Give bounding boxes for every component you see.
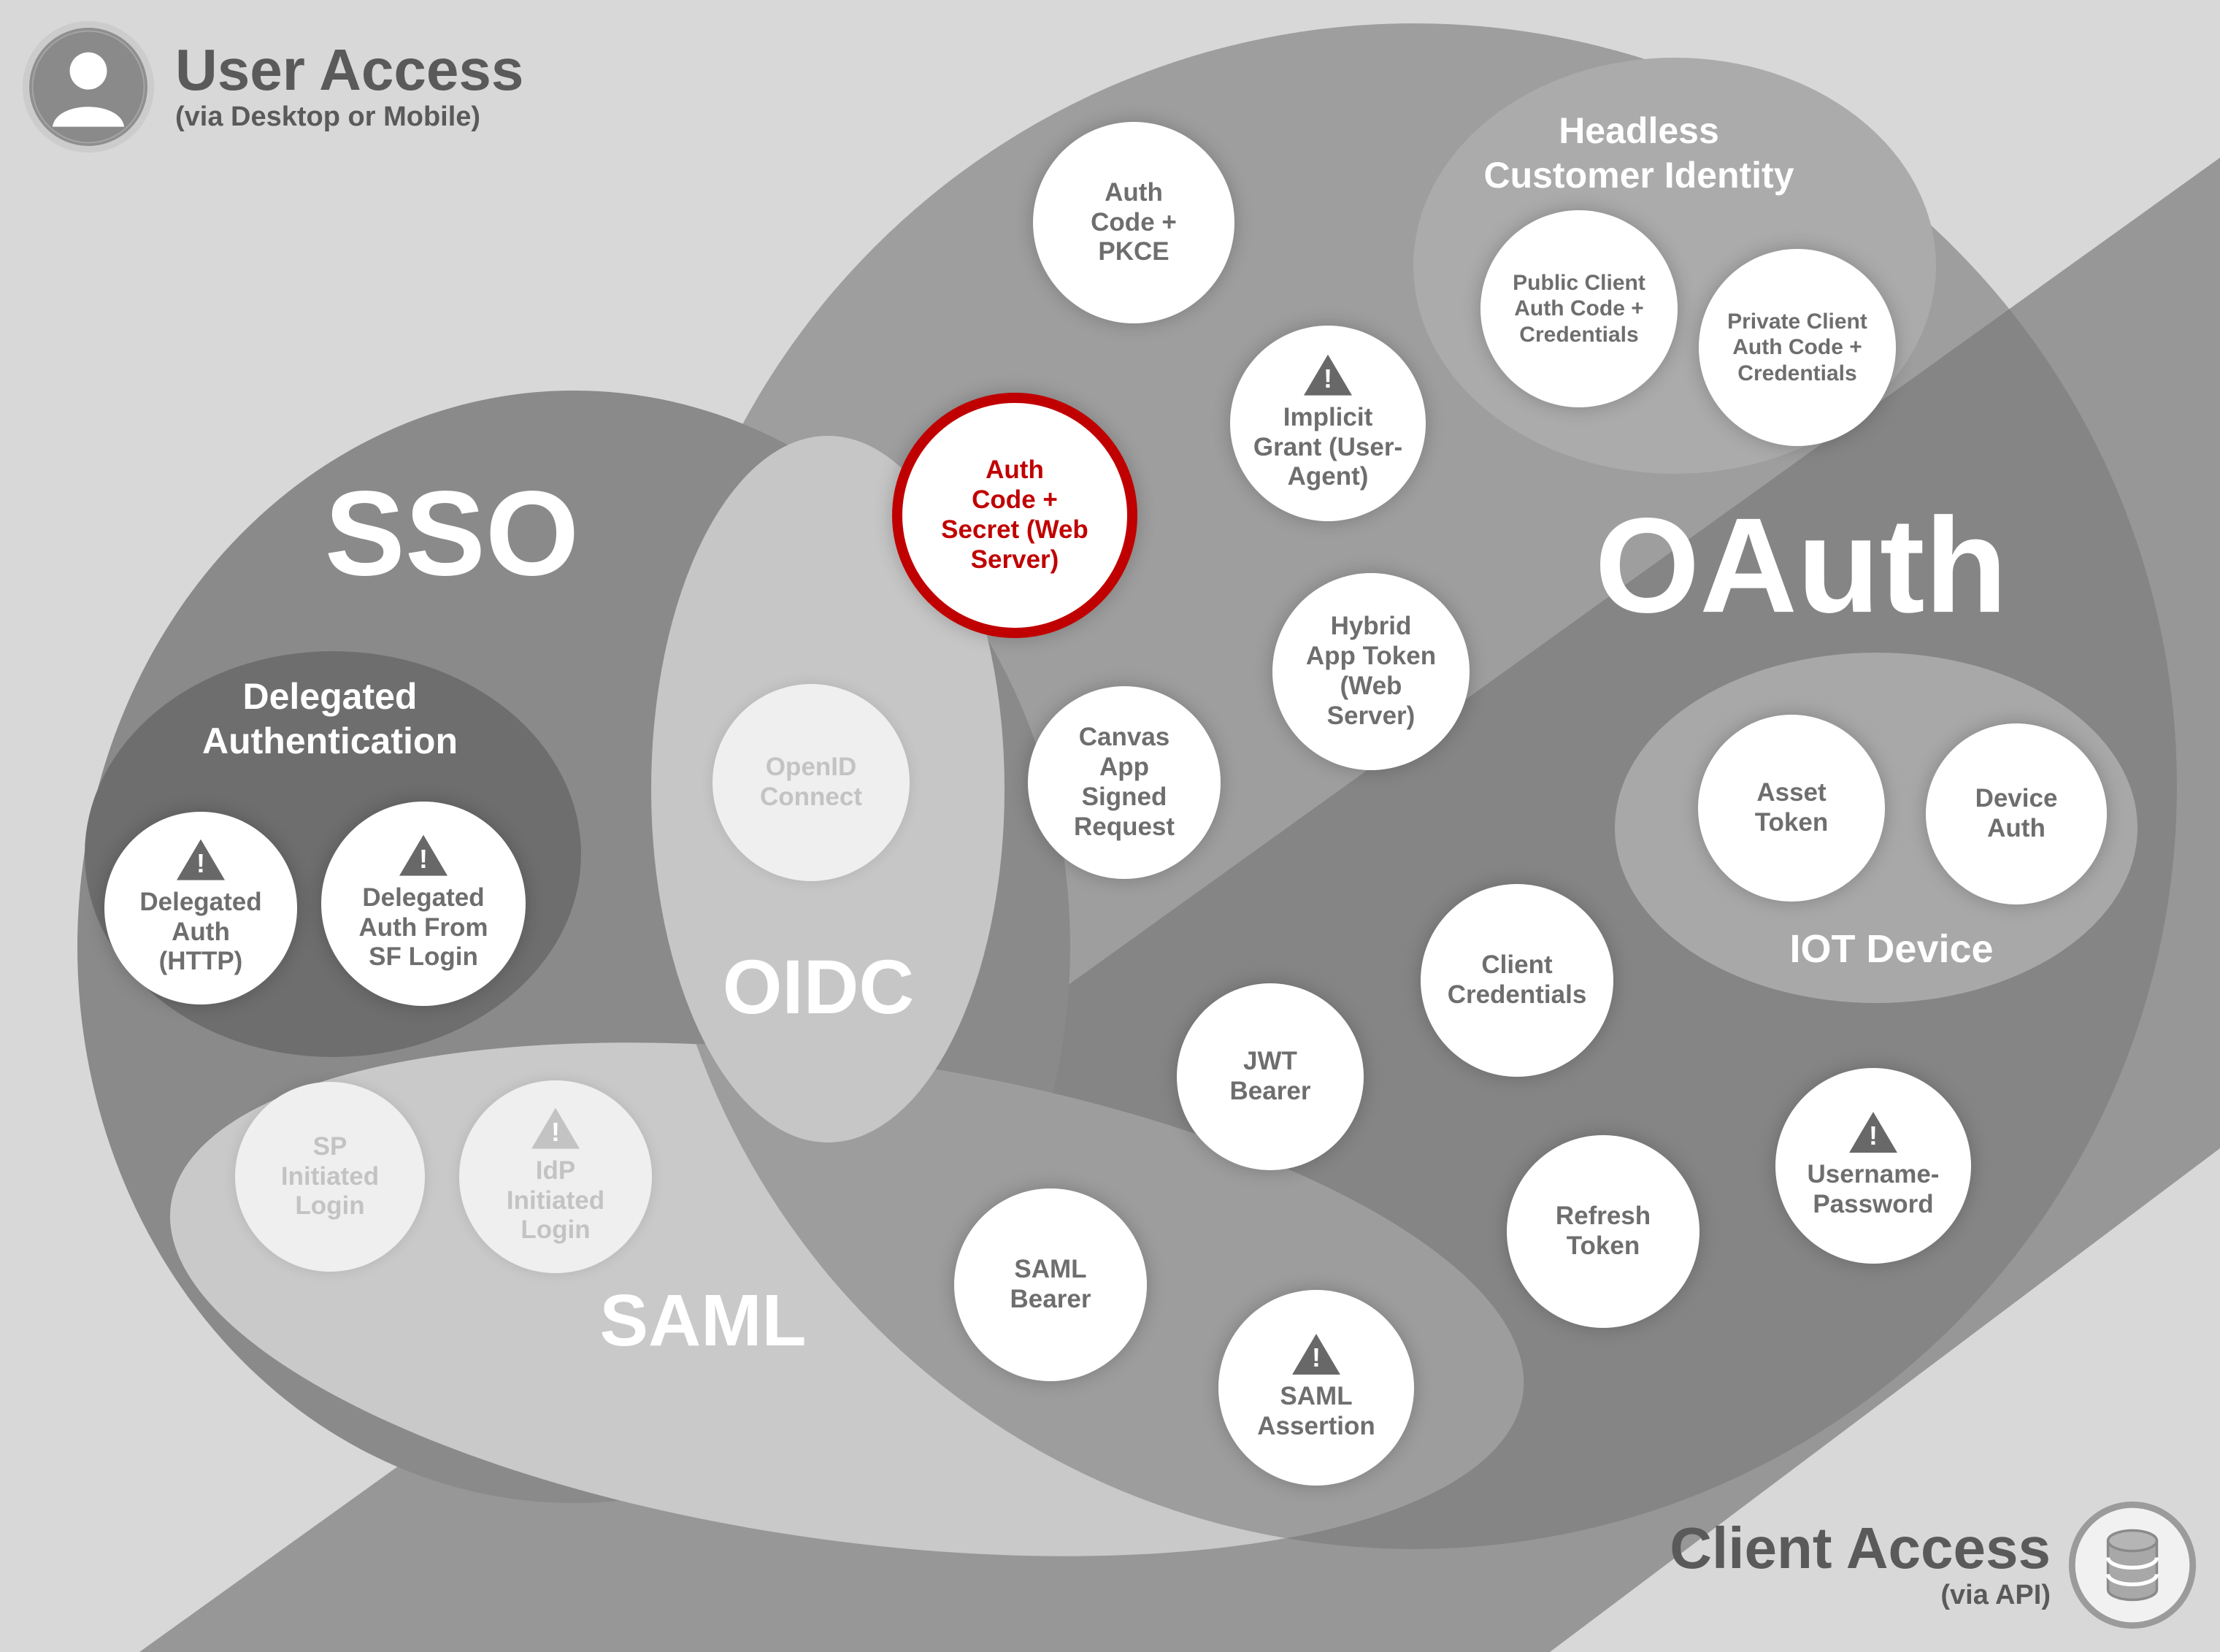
node-label: Hybrid App Token (Web Server) bbox=[1305, 612, 1437, 730]
region-label-saml: SAML bbox=[599, 1280, 807, 1361]
node-label: OpenID Connect bbox=[760, 753, 862, 811]
node-label: SAML Assertion bbox=[1257, 1382, 1375, 1440]
node-label: Asset Token bbox=[1754, 778, 1829, 837]
region-label-oauth: OAuth bbox=[1594, 491, 2008, 642]
client-access-legend: Client Access (via API) bbox=[1670, 1501, 2197, 1629]
region-label-oidc: OIDC bbox=[722, 944, 915, 1030]
node-label: Device Auth bbox=[1975, 784, 2058, 842]
warning-icon: ! bbox=[399, 834, 448, 876]
client-access-subtitle: (via API) bbox=[1940, 1580, 2051, 1611]
node-label: Delegated Auth From SF Login bbox=[358, 883, 488, 972]
node-canvas-app-signed-request: Canvas App Signed Request bbox=[1028, 686, 1221, 879]
node-label: JWT Bearer bbox=[1229, 1047, 1311, 1105]
region-label-sso: SSO bbox=[324, 466, 580, 601]
warning-icon: ! bbox=[1849, 1112, 1897, 1153]
node-delegated-auth-sf-login: ! Delegated Auth From SF Login bbox=[321, 802, 526, 1006]
node-saml-bearer: SAML Bearer bbox=[954, 1188, 1147, 1381]
node-hybrid-app-token: Hybrid App Token (Web Server) bbox=[1272, 573, 1470, 770]
node-delegated-auth-http: ! Delegated Auth (HTTP) bbox=[104, 812, 297, 1004]
node-jwt-bearer: JWT Bearer bbox=[1177, 983, 1364, 1170]
node-public-client-auth-code: Public Client Auth Code + Credentials bbox=[1480, 210, 1678, 407]
node-label: Refresh Token bbox=[1555, 1202, 1651, 1260]
node-label: Auth Code + PKCE bbox=[1091, 177, 1177, 266]
node-refresh-token: Refresh Token bbox=[1507, 1135, 1699, 1328]
node-sp-initiated-login: SP Initiated Login bbox=[235, 1082, 425, 1272]
node-auth-code-pkce: Auth Code + PKCE bbox=[1033, 122, 1234, 323]
node-label: IdP Initiated Login bbox=[506, 1156, 605, 1245]
warning-icon: ! bbox=[1304, 354, 1352, 396]
node-asset-token: Asset Token bbox=[1698, 715, 1885, 902]
node-label: Canvas App Signed Request bbox=[1073, 723, 1175, 841]
warning-icon: ! bbox=[531, 1107, 580, 1149]
node-label: Username- Password bbox=[1807, 1160, 1940, 1218]
user-icon bbox=[22, 20, 155, 153]
node-openid-connect: OpenID Connect bbox=[713, 684, 910, 881]
node-label: Auth Code + Secret (Web Server) bbox=[941, 456, 1088, 574]
node-label: SP Initiated Login bbox=[280, 1132, 380, 1221]
user-access-subtitle: (via Desktop or Mobile) bbox=[175, 101, 481, 133]
node-label: Private Client Auth Code + Credentials bbox=[1727, 310, 1867, 385]
region-label-iot-device: IOT Device bbox=[1789, 927, 1994, 972]
user-access-title: User Access bbox=[175, 37, 524, 103]
warning-icon: ! bbox=[177, 839, 225, 880]
node-label: Delegated Auth (HTTP) bbox=[139, 887, 262, 976]
node-label: Implicit Grant (User- Agent) bbox=[1253, 402, 1403, 491]
node-saml-assertion: ! SAML Assertion bbox=[1218, 1290, 1414, 1486]
warning-icon: ! bbox=[1292, 1334, 1340, 1375]
node-client-credentials: Client Credentials bbox=[1421, 884, 1613, 1077]
node-idp-initiated-login: ! IdP Initiated Login bbox=[459, 1080, 652, 1273]
node-private-client-auth-code: Private Client Auth Code + Credentials bbox=[1699, 249, 1896, 446]
client-access-title: Client Access bbox=[1670, 1515, 2051, 1581]
node-device-auth: Device Auth bbox=[1926, 723, 2107, 904]
region-label-headless: Headless Customer Identity bbox=[1483, 110, 1794, 196]
node-label: SAML Bearer bbox=[1010, 1255, 1091, 1313]
node-implicit-grant: ! Implicit Grant (User- Agent) bbox=[1230, 326, 1426, 521]
database-icon bbox=[2068, 1501, 2197, 1629]
user-access-legend: User Access (via Desktop or Mobile) bbox=[22, 20, 523, 153]
node-username-password: ! Username- Password bbox=[1775, 1068, 1971, 1264]
node-label: Client Credentials bbox=[1447, 950, 1587, 1009]
node-label: Public Client Auth Code + Credentials bbox=[1513, 271, 1645, 347]
node-auth-code-secret-web-server: Auth Code + Secret (Web Server) bbox=[892, 393, 1137, 638]
region-label-delegated-auth: Delegated Authentication bbox=[202, 676, 458, 761]
